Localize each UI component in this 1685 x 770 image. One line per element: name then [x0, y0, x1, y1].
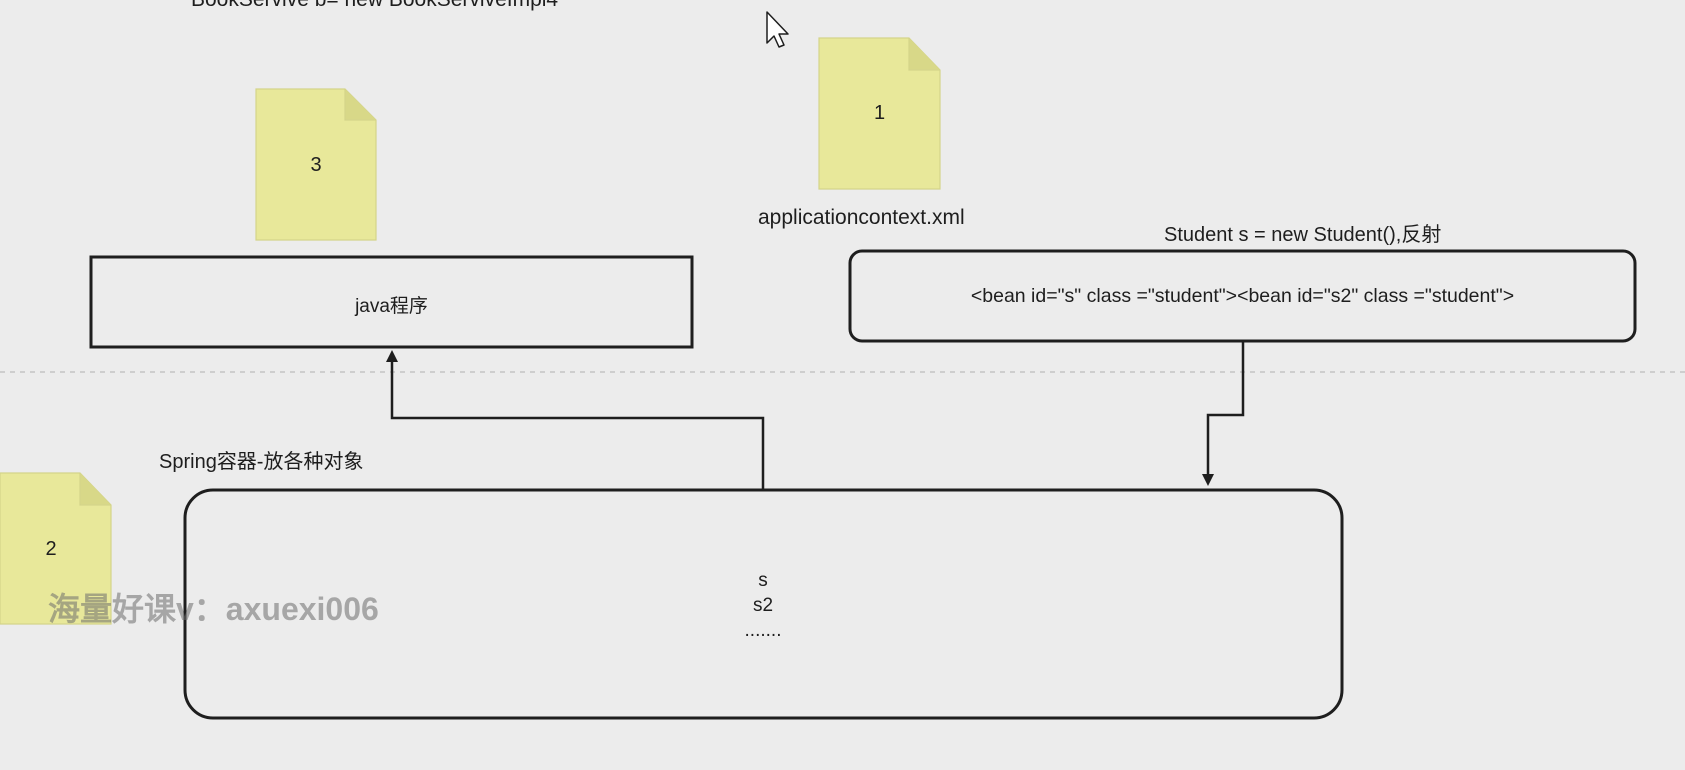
- container-item: s2: [752, 595, 774, 616]
- arrow-bean-to-container: [1202, 341, 1245, 486]
- note-3-shape: [255, 88, 377, 241]
- mouse-cursor-icon: [766, 11, 789, 48]
- note-2-label: 2: [45, 538, 57, 560]
- note-1-shape: [818, 37, 941, 190]
- container-item: s: [758, 570, 768, 591]
- reflection-label: Student s = new Student(),反射: [1164, 224, 1442, 246]
- note-2-shape: [0, 472, 112, 625]
- watermark-text: 海量好课v：axuexi006: [48, 591, 379, 627]
- java-program-label: java程序: [355, 296, 428, 317]
- bean-config-label: <bean id="s" class ="student"><bean id="…: [970, 285, 1515, 307]
- spring-container-title: Spring容器-放各种对象: [159, 451, 364, 473]
- note-1-label: 1: [873, 102, 886, 124]
- java-program-box: [89, 255, 694, 349]
- note-3-label: 3: [310, 154, 322, 176]
- container-item-list: s s2 .......: [663, 568, 863, 643]
- container-item: .......: [744, 620, 782, 641]
- xml-file-label: applicationcontext.xml: [758, 206, 965, 229]
- arrow-container-to-java: [386, 350, 765, 490]
- top-code-text: BookServive b= new BookServiveImpl4: [191, 0, 558, 12]
